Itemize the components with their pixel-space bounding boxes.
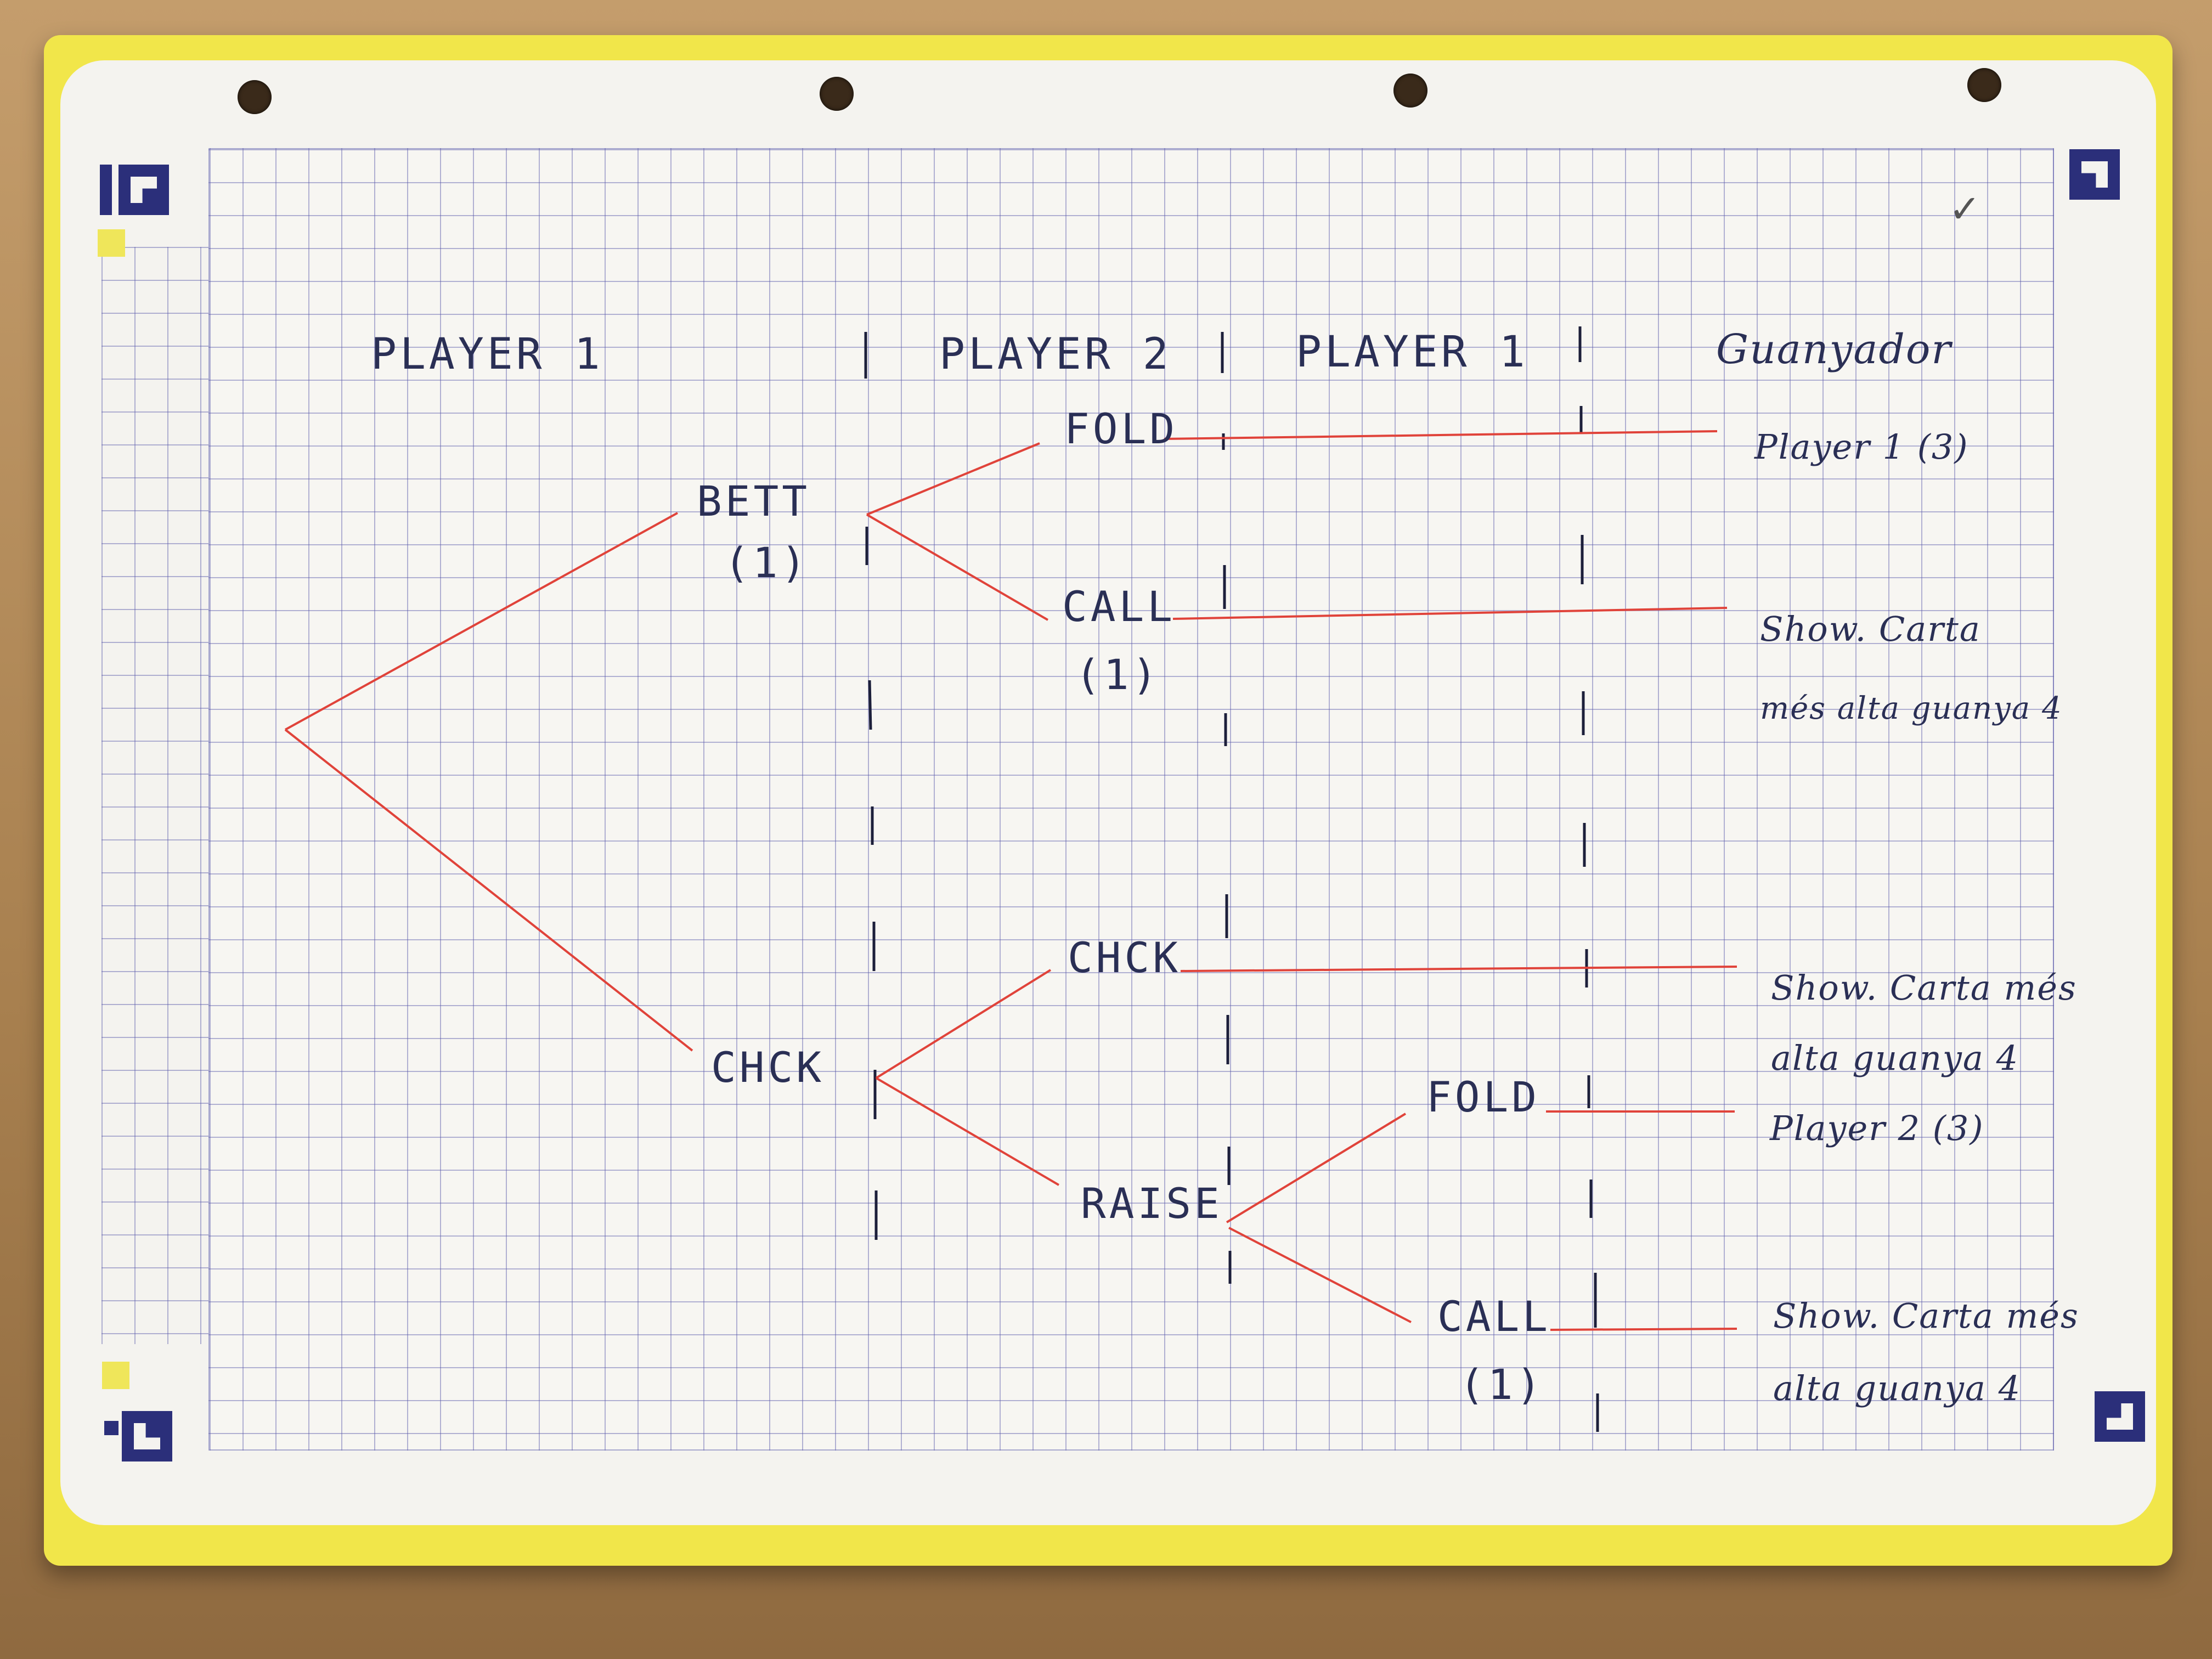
grid-margin xyxy=(101,247,208,1344)
node-bett-cost: (1) xyxy=(724,538,809,587)
branch-line xyxy=(285,512,678,731)
column-header-player2: PLAYER 2 xyxy=(939,330,1172,379)
outcome-showdown-line1: Show. Carta xyxy=(1760,609,1981,649)
branch-line xyxy=(875,969,1052,1079)
node-call-player1-cost: (1) xyxy=(1459,1360,1544,1409)
column-separators xyxy=(864,326,1599,1432)
payoff-line xyxy=(1164,430,1718,440)
branch-line xyxy=(1226,1113,1407,1223)
node-call-player2-cost: (1) xyxy=(1075,650,1160,699)
corner-logo-icon xyxy=(2095,1391,2145,1442)
payoff-line xyxy=(1550,1328,1737,1331)
binder-hole xyxy=(820,77,854,111)
outcome-showdown-line2: més alta guanya 4 xyxy=(1760,691,2063,726)
corner-logo-icon xyxy=(2069,149,2120,200)
grid xyxy=(208,148,2054,1451)
branch-line xyxy=(875,1077,1060,1186)
branch-line xyxy=(866,442,1040,516)
check-mark-icon: ✓ xyxy=(1949,187,1981,232)
binder-hole xyxy=(238,80,272,114)
column-header-player1: PLAYER 1 xyxy=(371,330,603,379)
node-call-player2: CALL xyxy=(1062,582,1176,631)
brand-logo-icon xyxy=(122,1411,172,1462)
column-separator xyxy=(868,680,872,730)
node-bett: BETT xyxy=(697,477,810,526)
branch-line xyxy=(866,514,1049,621)
payoff-line xyxy=(1180,966,1737,972)
node-fold-player2: FOLD xyxy=(1064,404,1178,453)
binder-hole xyxy=(1967,68,2001,102)
node-check-player2: CHCK xyxy=(1068,933,1181,982)
yellow-tab xyxy=(102,1362,129,1389)
outcome-showdown-line2: alta guanya 4 xyxy=(1771,1038,2019,1078)
node-fold-player1: FOLD xyxy=(1426,1073,1540,1121)
branches xyxy=(284,430,1737,1331)
column-header-winner: Guanyador xyxy=(1716,326,1953,373)
brand-logo-icon xyxy=(104,1421,119,1435)
yellow-tab xyxy=(98,229,125,257)
branch-line xyxy=(1228,1227,1412,1323)
payoff-line xyxy=(1172,607,1728,620)
brand-logo-icon xyxy=(119,165,169,215)
node-check-player1: CHCK xyxy=(711,1043,825,1092)
column-header-player1-second: PLAYER 1 xyxy=(1296,328,1528,377)
outcome-player2-wins: Player 2 (3) xyxy=(1769,1108,1984,1148)
outcome-player1-wins: Player 1 (3) xyxy=(1754,427,1969,467)
outcome-showdown-line2: alta guanya 4 xyxy=(1773,1368,2021,1408)
outcome-showdown-line1: Show. Carta més xyxy=(1773,1296,2079,1336)
branch-line xyxy=(284,729,693,1052)
binder-hole xyxy=(1393,74,1427,108)
outcome-showdown-line1: Show. Carta més xyxy=(1771,968,2077,1008)
node-call-player1: CALL xyxy=(1437,1292,1551,1341)
node-raise-player2: RAISE xyxy=(1081,1179,1223,1228)
brand-logo-icon xyxy=(100,165,112,215)
